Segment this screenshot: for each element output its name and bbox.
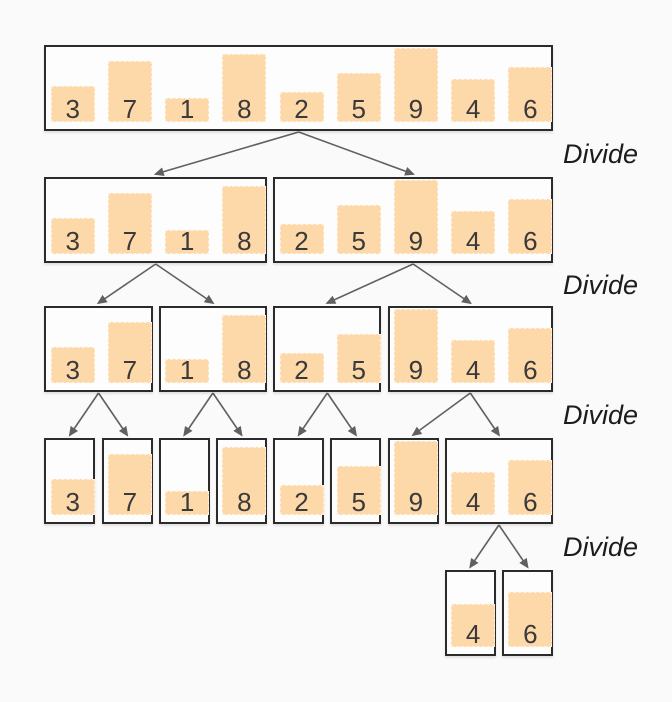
bar-value-label: 5 <box>351 226 366 256</box>
divide-arrow <box>68 392 100 437</box>
value-bar-7 <box>107 322 152 383</box>
divide-arrow <box>412 263 472 305</box>
value-bar-4 <box>451 79 496 122</box>
bar-value-label: 6 <box>523 619 538 649</box>
value-bar-3 <box>50 86 95 122</box>
divide-arrow <box>212 392 243 437</box>
bar-value-label: 7 <box>122 94 138 124</box>
bar-value-label: 2 <box>294 355 309 385</box>
divide-arrow <box>153 131 299 177</box>
bar-value-label: 4 <box>465 619 481 649</box>
divide-arrow <box>155 263 215 305</box>
value-bar-5 <box>336 73 381 122</box>
bar-value-label: 2 <box>294 226 309 256</box>
value-bar-8 <box>222 186 267 254</box>
bar-value-label: 1 <box>179 226 195 256</box>
divide-arrow <box>469 524 500 569</box>
value-bar-2 <box>279 353 324 383</box>
bar-value-label: 3 <box>65 355 80 385</box>
value-bar-5 <box>336 466 381 515</box>
value-bar-4 <box>451 472 496 515</box>
divide-arrow <box>183 392 214 437</box>
bar-value-label: 8 <box>237 487 252 517</box>
divide-arrow <box>326 392 358 437</box>
divide-arrow <box>498 524 529 569</box>
value-bar-7 <box>107 193 152 254</box>
value-bar-1 <box>165 491 210 515</box>
divide-arrow <box>97 392 129 437</box>
divide-arrow <box>298 131 415 176</box>
bar-value-label: 6 <box>523 226 538 256</box>
value-bar-5 <box>336 334 381 383</box>
bar-value-label: 4 <box>465 226 481 256</box>
value-bar-9 <box>393 180 438 254</box>
divide-label-4: Divide <box>563 532 639 562</box>
bar-value-label: 9 <box>408 487 424 517</box>
value-bar-7 <box>107 454 152 515</box>
bar-value-label: 1 <box>179 355 195 385</box>
divide-arrow <box>411 392 471 437</box>
value-bar-4 <box>451 604 496 647</box>
bar-value-label: 7 <box>122 487 138 517</box>
value-bar-1 <box>165 230 210 254</box>
bar-value-label: 5 <box>351 94 366 124</box>
value-bar-2 <box>279 224 324 254</box>
bar-value-label: 3 <box>65 94 80 124</box>
bar-value-label: 5 <box>351 355 366 385</box>
value-bar-9 <box>393 441 438 515</box>
bar-value-label: 9 <box>408 226 424 256</box>
value-bar-9 <box>393 309 438 383</box>
value-bar-6 <box>508 328 553 383</box>
bar-value-label: 8 <box>237 355 252 385</box>
value-bar-1 <box>165 359 210 383</box>
value-bar-3 <box>50 218 95 254</box>
value-bar-9 <box>393 48 438 122</box>
bar-value-label: 7 <box>122 355 138 385</box>
divide-arrow <box>96 263 157 305</box>
bar-value-label: 9 <box>408 94 424 124</box>
bar-value-label: 8 <box>237 226 252 256</box>
value-bar-3 <box>50 479 95 515</box>
value-bar-5 <box>336 205 381 254</box>
value-bar-2 <box>279 485 324 515</box>
bar-value-label: 2 <box>294 94 309 124</box>
divide-arrow <box>297 392 328 437</box>
bar-value-label: 9 <box>408 355 424 385</box>
value-bar-6 <box>508 67 553 122</box>
bar-value-label: 3 <box>65 487 80 517</box>
bar-value-label: 2 <box>294 487 309 517</box>
bar-value-label: 3 <box>65 226 80 256</box>
value-bar-8 <box>222 315 267 383</box>
value-bar-6 <box>508 199 553 254</box>
value-bar-4 <box>451 340 496 383</box>
value-bar-3 <box>50 347 95 383</box>
value-bar-6 <box>508 592 553 647</box>
divide-label-3: Divide <box>563 400 639 430</box>
bar-value-label: 8 <box>237 94 252 124</box>
value-bar-8 <box>222 54 267 122</box>
value-bar-2 <box>279 92 324 122</box>
divide-arrow <box>325 263 414 304</box>
bar-value-label: 7 <box>122 226 138 256</box>
bar-value-label: 4 <box>465 355 481 385</box>
bar-value-label: 1 <box>179 94 195 124</box>
divide-label-1: Divide <box>563 139 639 169</box>
bar-value-label: 6 <box>523 94 538 124</box>
value-bar-1 <box>165 98 210 122</box>
bar-value-label: 6 <box>523 487 538 517</box>
divide-label-2: Divide <box>563 269 639 300</box>
divide-arrow <box>469 392 501 437</box>
value-bar-4 <box>451 211 496 254</box>
value-bar-6 <box>508 460 553 515</box>
bar-value-label: 6 <box>523 355 538 385</box>
bar-value-label: 4 <box>465 487 481 517</box>
bar-value-label: 1 <box>179 487 195 517</box>
bar-value-label: 4 <box>465 94 481 124</box>
bar-value-label: 5 <box>351 487 366 517</box>
value-bar-7 <box>107 61 152 122</box>
value-bar-8 <box>222 447 267 515</box>
